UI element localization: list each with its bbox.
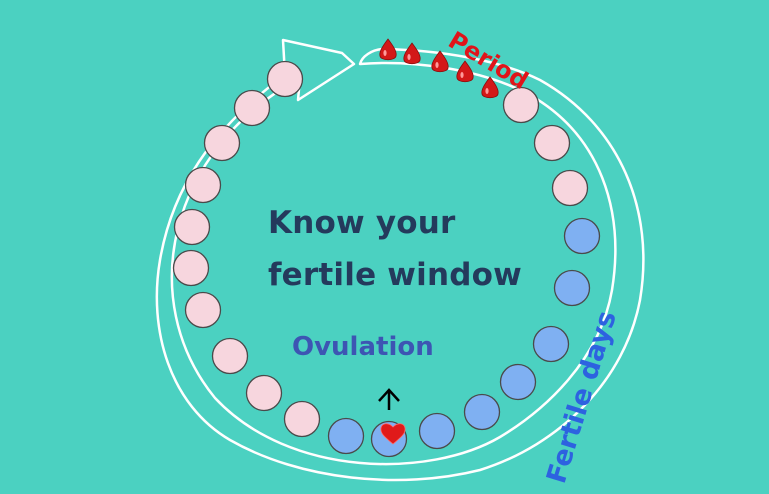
title-line-2: fertile window — [268, 257, 522, 293]
blood-drop-highlight — [383, 50, 387, 56]
blood-drop-highlight — [407, 54, 411, 60]
fertile-day-circle — [463, 393, 501, 431]
blood-drop-highlight — [485, 88, 489, 94]
period-drops — [379, 38, 499, 99]
fertile-day-circle — [499, 363, 537, 401]
fertile-day-circle — [563, 217, 601, 255]
day-circle — [172, 249, 210, 287]
fertile-day-circle — [327, 417, 365, 455]
day-circle — [184, 291, 222, 329]
day-circle — [173, 208, 211, 246]
day-circle — [245, 374, 283, 412]
fertile-day-circle — [532, 325, 570, 363]
blood-drop-icon — [379, 38, 397, 61]
title-line-1: Know your — [268, 205, 456, 241]
day-circle — [184, 166, 222, 204]
day-circle — [283, 400, 321, 438]
heart-icon — [380, 423, 406, 445]
blood-drop-highlight — [460, 72, 464, 78]
day-circle — [551, 169, 589, 207]
day-circle — [502, 86, 540, 124]
fertile-day-circle — [553, 269, 591, 307]
fertile-day-circle — [418, 412, 456, 450]
day-circle — [211, 337, 249, 375]
up-arrow-icon — [378, 388, 400, 410]
ovulation-label: Ovulation — [292, 332, 434, 362]
blood-drop-highlight — [435, 62, 439, 68]
day-circle — [233, 89, 271, 127]
day-circle — [533, 124, 571, 162]
blood-drop-icon — [403, 42, 421, 65]
day-circle — [266, 60, 304, 98]
day-circle — [203, 124, 241, 162]
day-circles — [172, 60, 601, 458]
